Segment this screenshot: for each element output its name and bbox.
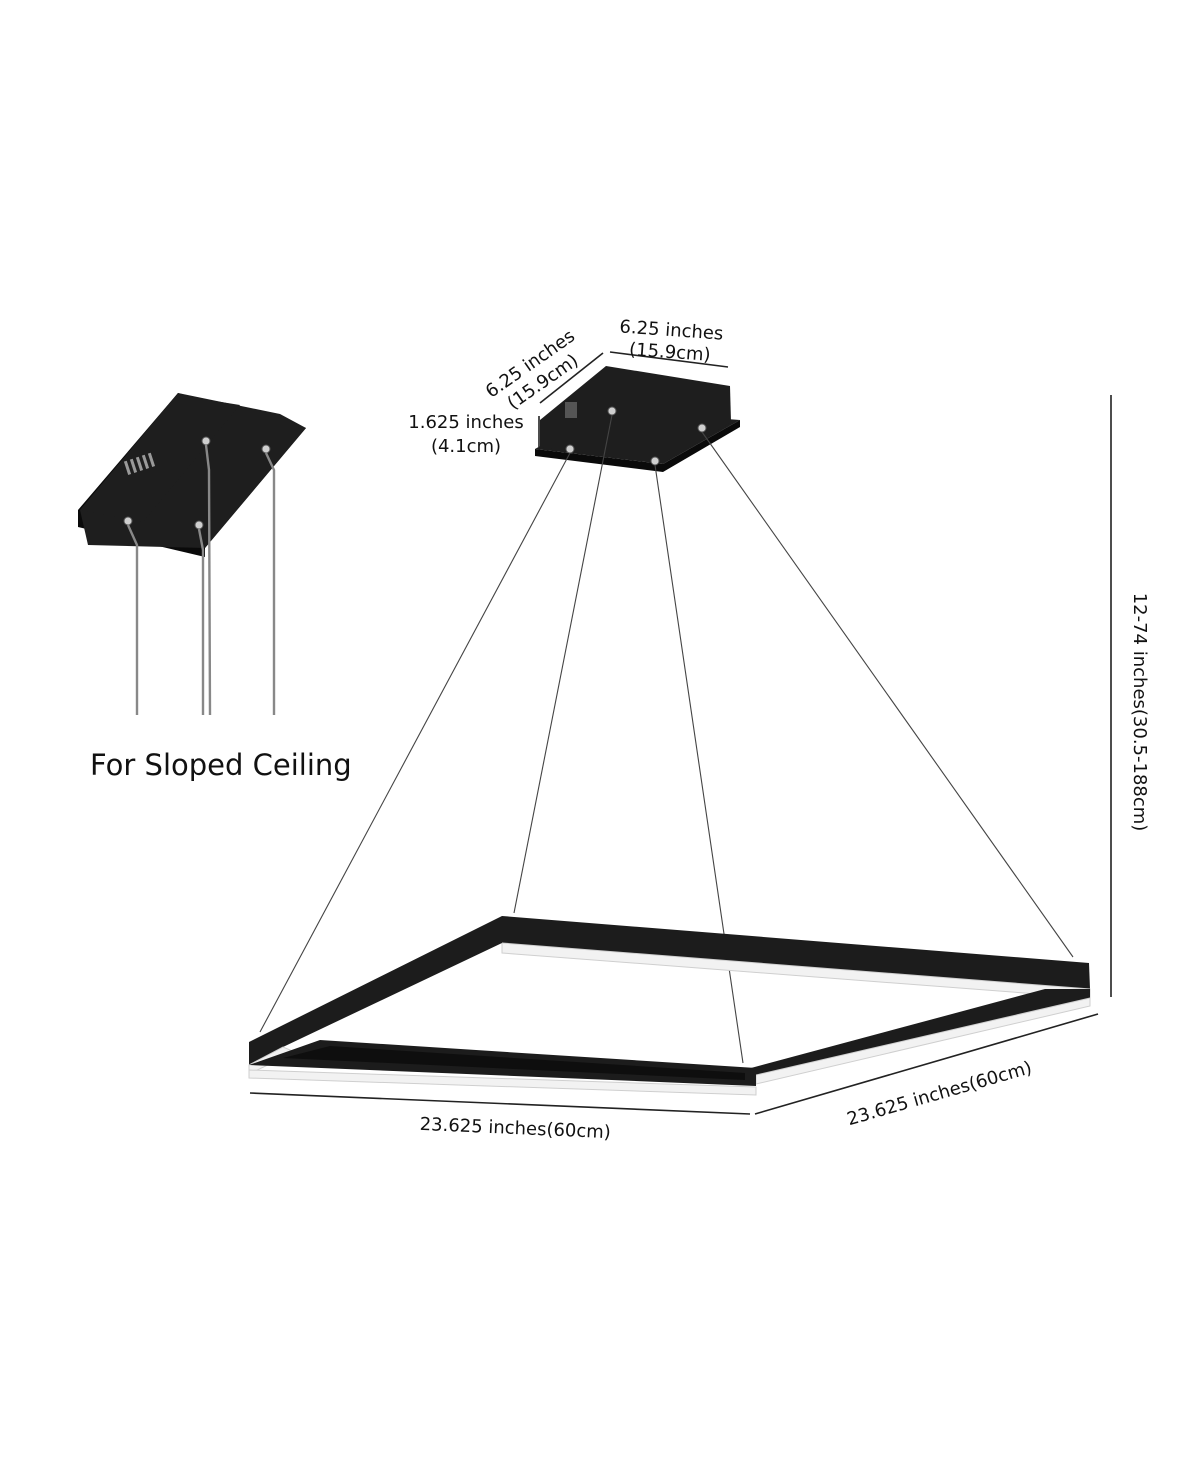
side-width-dimension-line bbox=[754, 1013, 1099, 1115]
frame-front-diffuser bbox=[248, 1069, 757, 1096]
square-ring-fixture bbox=[248, 916, 1091, 1096]
vent-slots bbox=[123, 452, 156, 475]
canopy-height-metric: (4.1cm) bbox=[431, 436, 501, 457]
canopy-port bbox=[565, 402, 577, 418]
sloped-wire bbox=[126, 524, 139, 715]
frame-right-diffuser bbox=[755, 997, 1091, 1085]
drop-length-label: 12-74 inches(30.5-188cm) bbox=[1129, 593, 1150, 832]
canopy-right-side bbox=[663, 420, 740, 472]
suspension-wire bbox=[259, 452, 571, 1033]
dimension-lines bbox=[249, 351, 1112, 1115]
screw-icon bbox=[697, 423, 707, 433]
front-width-dimension-line bbox=[249, 1092, 751, 1115]
main-canopy bbox=[535, 366, 740, 472]
canopy-depth-dimension-line bbox=[539, 352, 604, 404]
frame-left-bar bbox=[249, 916, 502, 1065]
canopy-height-label: 1.625 inches bbox=[408, 412, 523, 433]
screw-icon bbox=[123, 516, 133, 526]
screw-icon bbox=[194, 520, 204, 530]
suspension-wire bbox=[513, 414, 613, 914]
screw-icon bbox=[261, 444, 271, 454]
side-width-label: 23.625 inches(60cm) bbox=[845, 1057, 1035, 1130]
screw-icon bbox=[650, 456, 660, 466]
screw-icon bbox=[565, 444, 575, 454]
frame-back-bar bbox=[502, 916, 1090, 989]
frame-front-inner bbox=[283, 1046, 745, 1080]
screw-icon bbox=[201, 436, 211, 446]
sloped-canopy-block bbox=[80, 395, 240, 522]
suspension-wire bbox=[654, 464, 744, 1064]
canopy-front-side bbox=[535, 449, 663, 472]
frame-right-bar bbox=[751, 989, 1090, 1075]
sloped-ceiling-inset: For Sloped Ceiling bbox=[78, 393, 352, 782]
canopy-block bbox=[540, 366, 731, 463]
canopy-width-metric: (15.9cm) bbox=[628, 339, 711, 366]
sloped-wire bbox=[197, 528, 205, 715]
canopy-width-dimension-line bbox=[609, 351, 729, 368]
front-width-label: 23.625 inches(60cm) bbox=[419, 1114, 611, 1143]
screw-icon bbox=[607, 406, 617, 416]
sloped-ceiling-caption: For Sloped Ceiling bbox=[90, 748, 352, 782]
dimension-labels: 6.25 inches (15.9cm) 6.25 inches (15.9cm… bbox=[408, 316, 1150, 1143]
suspension-wire bbox=[701, 431, 1074, 958]
sloped-wire bbox=[204, 444, 212, 716]
sloped-wire bbox=[264, 452, 276, 715]
